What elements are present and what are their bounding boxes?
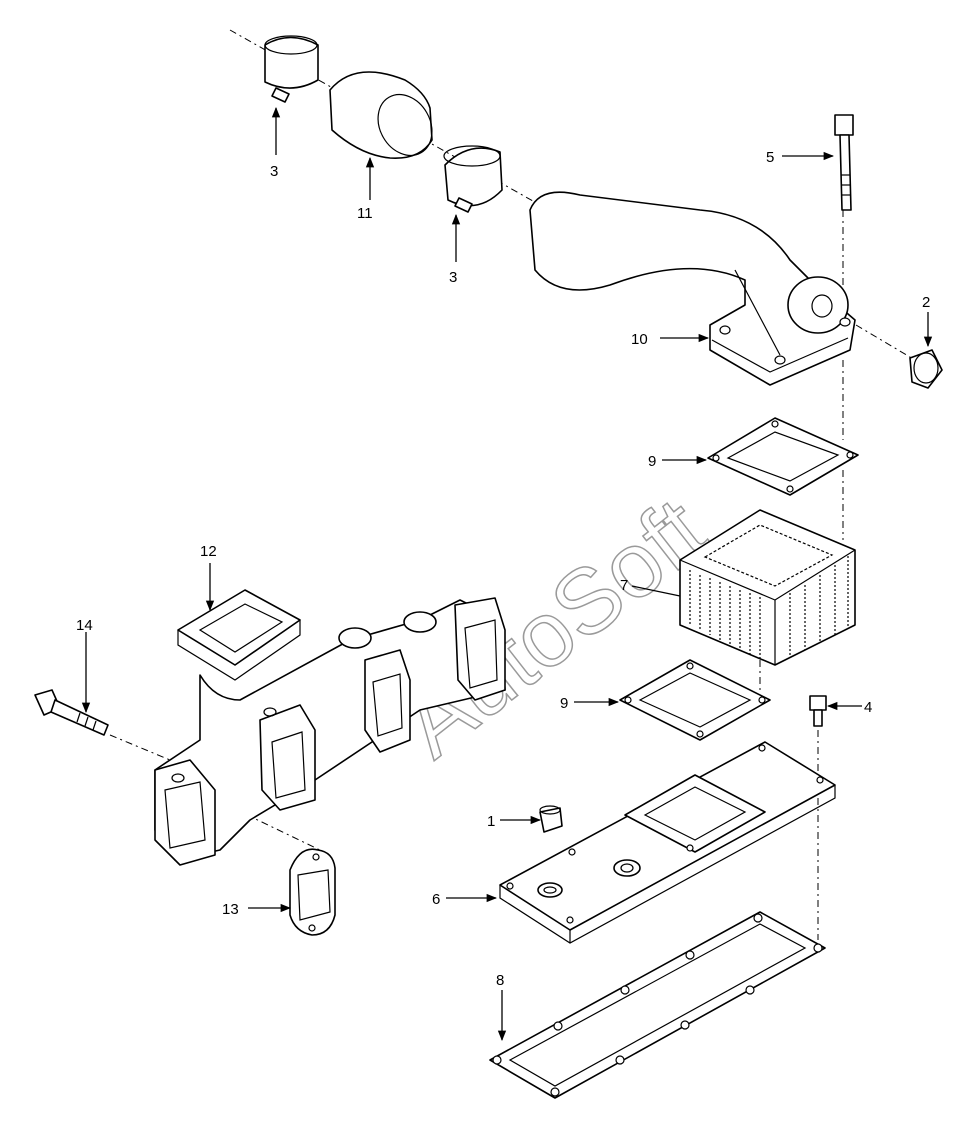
- manifold-bolt: [34, 689, 109, 736]
- callout-9-upper: 9: [648, 453, 656, 470]
- cover-plate: [499, 741, 836, 944]
- hose-clamp-lower: [443, 145, 503, 213]
- callout-4: 4: [864, 699, 872, 716]
- gasket-bottom: [489, 911, 826, 1099]
- callout-1: 1: [487, 813, 495, 830]
- leader-arrows: [81, 106, 933, 1042]
- callout-3-lower: 3: [449, 269, 457, 286]
- port-gasket: [289, 848, 336, 936]
- callout-11: 11: [357, 205, 373, 222]
- cooler-core: [679, 509, 856, 666]
- callout-labels: 3 11 3 5 2 10 9 7 9 4 1 6 8 12 14 13: [76, 149, 930, 989]
- callout-7: 7: [620, 577, 628, 594]
- callout-12: 12: [200, 543, 217, 560]
- callout-5: 5: [766, 149, 774, 166]
- exhaust-manifold: [154, 589, 506, 866]
- hose-sleeve: [329, 71, 433, 159]
- gasket-lower: [619, 659, 771, 741]
- drain-plug: [539, 805, 563, 833]
- callout-6: 6: [432, 891, 440, 908]
- outlet-elbow: [529, 191, 856, 386]
- callout-3-upper: 3: [270, 163, 278, 180]
- gasket-upper: [707, 417, 859, 496]
- bolt-short: [809, 695, 827, 727]
- callout-13: 13: [222, 901, 239, 918]
- hose-clamp-upper: [264, 35, 319, 103]
- callout-14: 14: [76, 617, 93, 634]
- callout-2: 2: [922, 294, 930, 311]
- callout-9-lower: 9: [560, 695, 568, 712]
- callout-10: 10: [631, 331, 648, 348]
- bolt-long: [834, 114, 854, 211]
- callout-8: 8: [496, 972, 504, 989]
- plug: [909, 349, 943, 389]
